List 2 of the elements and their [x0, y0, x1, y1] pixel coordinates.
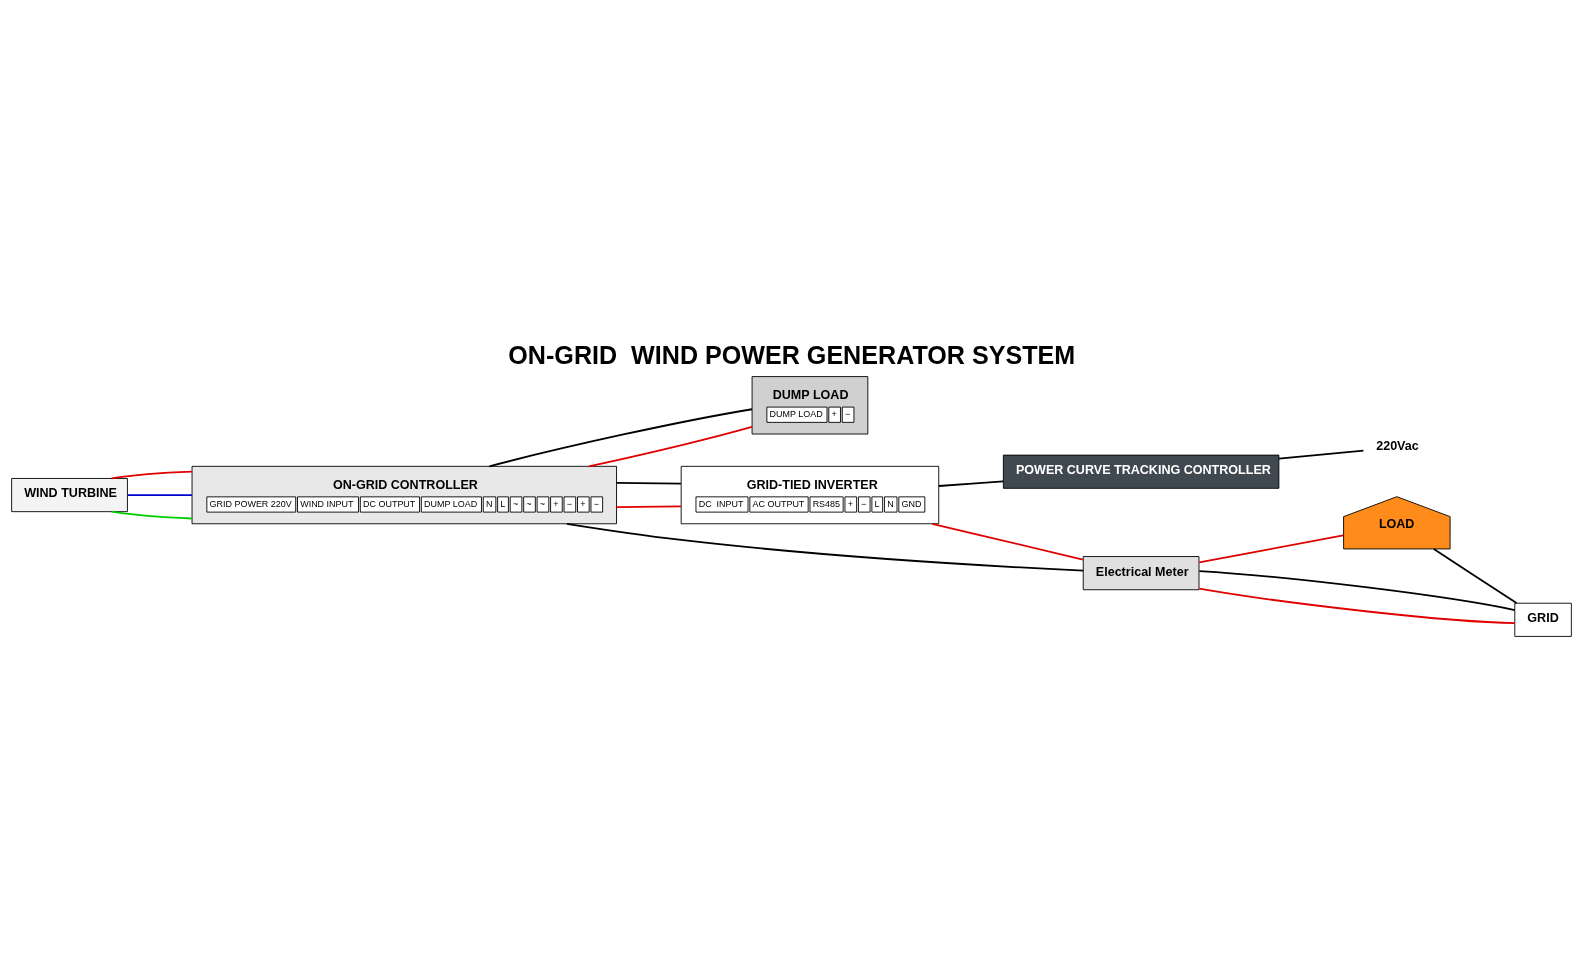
node-text: 220Vac — [1376, 438, 1419, 453]
diagram-title: ON-GRID WIND POWER GENERATOR SYSTEM — [508, 341, 1076, 370]
